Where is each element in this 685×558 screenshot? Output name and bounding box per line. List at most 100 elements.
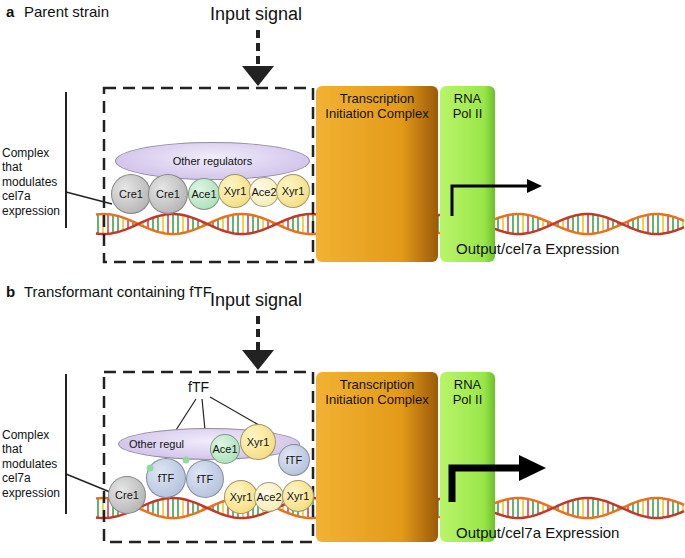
dna-rung <box>637 217 639 230</box>
node-text: Ace1 <box>212 443 237 456</box>
dna-rung <box>167 214 169 234</box>
dna-rung <box>302 215 304 234</box>
input-arrow <box>256 316 260 352</box>
dna-rung <box>247 214 249 233</box>
dna-rung <box>297 216 299 233</box>
dna-rung <box>637 501 639 514</box>
annotation-label: Input signal <box>210 4 302 26</box>
dna-rung <box>97 498 99 517</box>
leader-line <box>66 192 112 204</box>
node-text: Cre1 <box>115 489 139 502</box>
dna-rung <box>572 500 574 516</box>
node-text: fTF <box>286 454 303 467</box>
protein-circle: fTF <box>146 458 186 498</box>
annotation-label: Complex that modulates cel7a expression <box>2 146 64 218</box>
dna-rung <box>107 214 109 234</box>
dashed-box <box>104 372 313 542</box>
polymerase-box: RNA Pol II <box>440 372 495 542</box>
annotation-label: Output/cel7a Expression <box>456 524 619 542</box>
dna-rung <box>607 502 609 514</box>
dna-rung <box>192 218 194 230</box>
dna-rung <box>237 214 239 234</box>
node-text: Xyr1 <box>230 491 253 504</box>
dna-rung <box>587 498 589 518</box>
dna-rung <box>667 215 669 232</box>
dna-rung <box>152 502 154 514</box>
dna-rung <box>507 215 509 233</box>
dna-rung <box>667 499 669 516</box>
dna-rung <box>587 214 589 234</box>
dna-rung <box>192 502 194 514</box>
protein-circle: Ace1 <box>210 434 240 464</box>
protein-circle: Xyr1 <box>282 480 314 512</box>
input-arrowhead <box>242 350 274 370</box>
dna-rung <box>517 498 519 518</box>
dna-rung <box>307 214 309 234</box>
node-text: RNA Pol II <box>443 92 492 122</box>
dna-rung <box>242 214 244 234</box>
leader-line <box>202 399 205 430</box>
node-text: Cre1 <box>119 188 143 201</box>
dna-rung <box>537 502 539 515</box>
complex-box: Transcription Initiation Complex <box>316 372 438 542</box>
dna-rung <box>497 502 499 514</box>
regulator-ellipse: Other regulators <box>115 142 310 180</box>
dna-rung <box>117 216 119 232</box>
dashed-box <box>104 88 313 262</box>
protein-circle: Ace2 <box>254 482 284 512</box>
dna-rung <box>257 217 259 232</box>
dna-rung <box>262 218 264 229</box>
annotation-label: Output/cel7a Expression <box>456 240 619 258</box>
dna-rung <box>172 498 174 518</box>
dna-rung <box>222 218 224 231</box>
dna-rung <box>642 216 644 232</box>
annotation-label: Parent strain <box>24 3 109 21</box>
node-text: Xyr1 <box>282 185 305 198</box>
dna-rung <box>522 214 524 234</box>
node-text: Other regul <box>129 438 184 451</box>
node-text: Ace2 <box>256 491 281 504</box>
dna-rung <box>522 498 524 518</box>
output-arrowhead <box>519 455 546 481</box>
dna-rung <box>577 215 579 233</box>
annotation-label: fTF <box>188 379 209 396</box>
dna-rung <box>592 214 594 233</box>
dna-rung <box>292 217 294 231</box>
dna-rung <box>507 499 509 517</box>
panel-letter: a <box>6 3 14 21</box>
dna-rung <box>652 214 654 234</box>
dna-rung <box>572 216 574 232</box>
dna-rung <box>567 502 569 515</box>
node-text: Ace1 <box>191 188 216 201</box>
dna-rung <box>177 214 179 233</box>
node-text: Ace2 <box>251 186 276 199</box>
annotation-label: Input signal <box>210 290 302 312</box>
protein-circle: Cre1 <box>108 476 146 514</box>
dna-rung <box>152 218 154 230</box>
polymerase-box: RNA Pol II <box>440 86 495 262</box>
dna-rung <box>177 498 179 517</box>
protein-circle: Cre1 <box>148 174 188 214</box>
protein-circle: Xyr1 <box>240 424 276 460</box>
leader-line <box>66 474 110 492</box>
panel-letter: b <box>6 283 15 301</box>
node-text: Other regulators <box>173 155 252 168</box>
dna-rung <box>597 215 599 233</box>
dna-rung <box>252 215 254 233</box>
dna-rung <box>182 499 184 517</box>
dna-rung <box>502 500 504 515</box>
dna-rung <box>187 500 189 515</box>
leader-line <box>176 399 196 430</box>
dna-rung <box>532 216 534 232</box>
dna-rung <box>607 218 609 230</box>
dna-rung <box>567 218 569 231</box>
dna-rung <box>227 216 229 232</box>
dna-rung <box>232 215 234 233</box>
dna-rung <box>577 499 579 517</box>
node-text: Xyr1 <box>224 185 247 198</box>
dna-rung <box>677 502 679 513</box>
dna-rung <box>497 218 499 230</box>
dna-rung <box>662 214 664 233</box>
dna-rung <box>647 499 649 517</box>
bracket <box>65 92 67 228</box>
